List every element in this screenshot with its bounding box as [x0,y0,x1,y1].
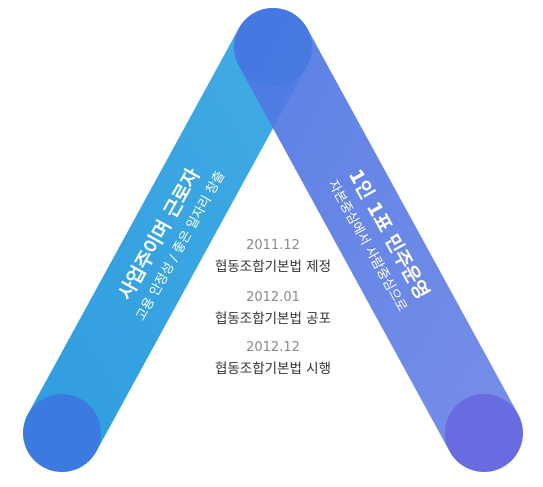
timeline: 2011.12 협동조합기본법 제정 2012.01 협동조합기본법 공포 20… [215,238,331,377]
timeline-date: 2011.12 [246,238,300,253]
timeline-date: 2012.01 [246,290,300,305]
right-corner-overlap [445,394,523,472]
timeline-event: 협동조합기본법 공포 [215,311,331,327]
left-band [23,8,312,472]
apex-overlap [234,8,312,86]
bottom-band-line2: 조직 사회계층 갈등해소 [209,449,337,464]
timeline-event: 협동조합기본법 시행 [215,361,331,377]
timeline-date: 2012.12 [246,340,300,355]
right-band [234,8,523,472]
bottom-band-title: 공동체 [250,403,297,423]
timeline-event: 협동조합기본법 제정 [215,259,331,275]
left-corner-overlap [23,394,101,472]
bottom-band-line1: 공통의 목적을 가진 5인 이상이 모여 [175,429,371,444]
